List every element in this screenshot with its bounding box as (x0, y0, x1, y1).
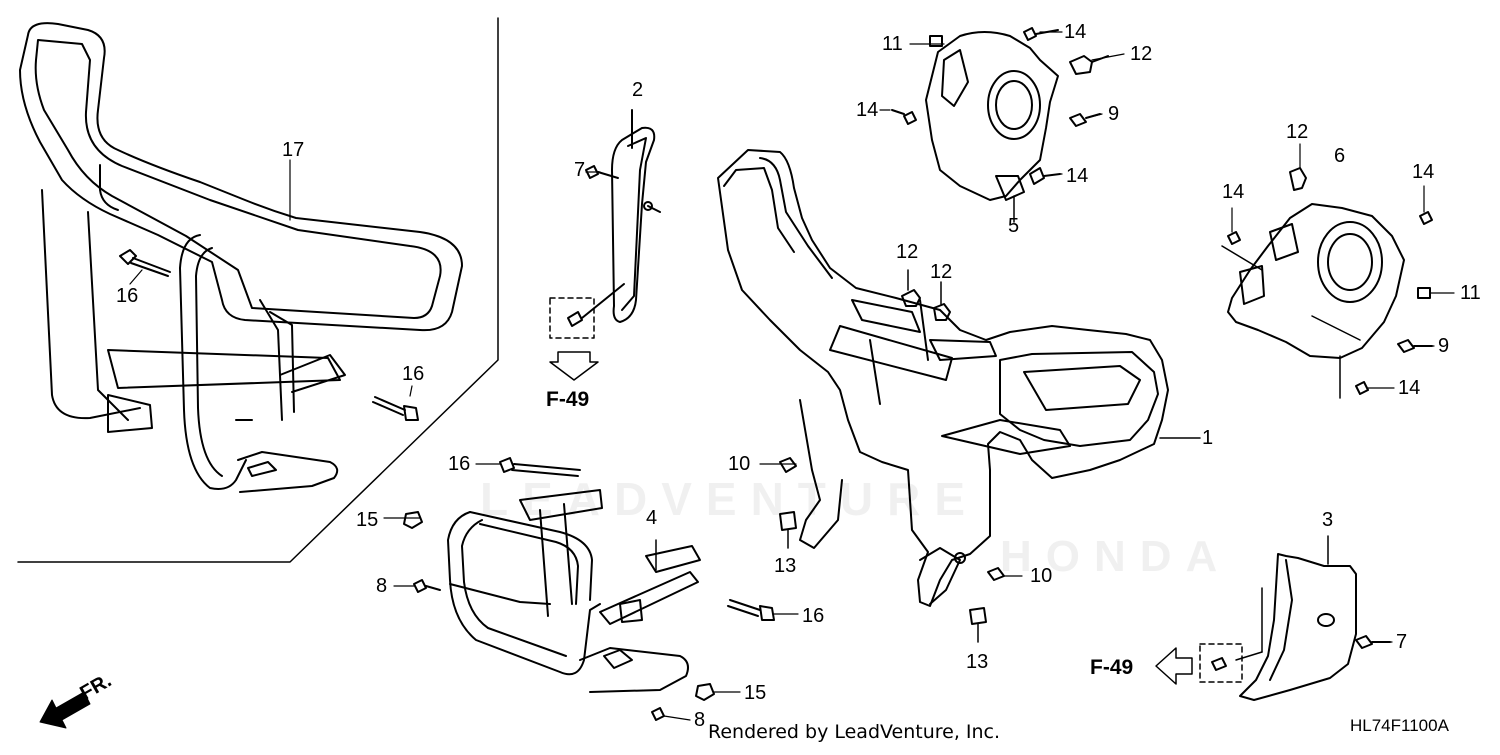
inset-divider (17, 17, 499, 563)
callout-8-left: 8 (376, 575, 388, 597)
watermark-text: LEADVENTURE (480, 473, 980, 525)
leader-lines (129, 31, 1455, 721)
callout-9-top: 9 (1108, 103, 1120, 125)
callout-13-left: 13 (774, 555, 797, 577)
part-12-clip-top (1069, 55, 1109, 75)
callout-16-inset-lower: 16 (402, 363, 425, 385)
part-16-bolt-bumper-top (499, 457, 581, 477)
callout-11-top: 11 (882, 33, 903, 55)
callout-7-bottom: 7 (1396, 631, 1408, 653)
callout-4: 4 (646, 507, 658, 529)
part-11-nut-top (929, 35, 943, 47)
callout-8-bottom: 8 (694, 709, 706, 731)
callout-10-right: 10 (1030, 565, 1053, 587)
part-14-screw-right-top (1419, 211, 1433, 225)
callout-14-right-bottom: 14 (1398, 377, 1421, 399)
part-14-screw-right-bottom (1355, 381, 1369, 395)
part-17-grab-bar (19, 22, 463, 493)
ref-box-top (549, 297, 595, 339)
callout-14-right-top: 14 (1412, 161, 1435, 183)
ref-arrow-bottom (1155, 647, 1193, 685)
part-14-screw-right-left (1227, 231, 1241, 245)
part-1-dash-panel (717, 149, 1201, 607)
ref-box-bottom (1199, 643, 1243, 683)
callout-12-center-b: 12 (930, 261, 953, 283)
part-16-bolt-bumper-right (727, 599, 775, 621)
callout-16-bumper-right: 16 (802, 605, 825, 627)
part-6-speaker-bracket (1221, 203, 1405, 399)
callout-12-top: 12 (1130, 43, 1153, 65)
part-3-side-cover (1235, 535, 1357, 701)
callout-15-right: 15 (744, 682, 767, 704)
callout-16-bumper-top: 16 (448, 453, 471, 475)
part-12-clip-center-a (901, 269, 921, 307)
part-12-clip-center-b (933, 281, 951, 321)
callout-16-inset-upper: 16 (116, 285, 139, 307)
callout-7-top: 7 (574, 159, 586, 181)
part-15-nut-right (695, 683, 715, 701)
callout-12-right: 12 (1286, 121, 1309, 143)
part-4-front-bumper (447, 489, 701, 693)
part-13-clip-left (779, 511, 797, 549)
part-16-bolt-lower (372, 396, 419, 421)
fr-arrow (39, 691, 91, 729)
callout-10-left: 10 (728, 453, 751, 475)
callout-1: 1 (1202, 427, 1214, 449)
part-8-screw-left (413, 579, 441, 593)
diagram-code: HL74F1100A (1350, 716, 1449, 735)
callout-2: 2 (632, 79, 644, 101)
callout-14-right-left: 14 (1222, 181, 1245, 203)
ref-arrow-top (549, 351, 599, 381)
ref-label-top: F-49 (546, 388, 590, 411)
callout-14-left: 14 (856, 99, 879, 121)
part-12-clip-right (1289, 167, 1307, 191)
part-2-bracket (585, 109, 661, 323)
part-15-nut-left (403, 511, 423, 529)
callout-5: 5 (1008, 215, 1020, 237)
callout-12-center-a: 12 (896, 241, 919, 263)
ref-label-bottom: F-49 (1090, 656, 1134, 679)
callout-3: 3 (1322, 509, 1334, 531)
part-7-screw-right (1355, 635, 1391, 649)
credit-line: Rendered by LeadVenture, Inc. (708, 721, 1001, 743)
part-13-clip-right (969, 607, 987, 643)
callout-6: 6 (1334, 145, 1346, 167)
callout-9-right: 9 (1438, 335, 1450, 357)
watermark-brand: HONDA (1000, 532, 1232, 581)
callout-17: 17 (282, 139, 305, 161)
callout-13-right: 13 (966, 651, 989, 673)
part-11-nut-right (1417, 287, 1431, 299)
part-8-screw-bottom (651, 707, 665, 721)
part-5-speaker-bracket (925, 31, 1061, 223)
callout-15-left: 15 (356, 509, 379, 531)
part-16-bolt-upper (119, 249, 171, 277)
callout-11-right: 11 (1460, 282, 1481, 304)
part-10-bolt-left (779, 457, 797, 473)
part-14-screw-top (1023, 27, 1059, 41)
callout-14-top: 14 (1064, 21, 1087, 43)
callout-14-mid: 14 (1066, 165, 1089, 187)
part-14-screw-left (891, 109, 917, 125)
